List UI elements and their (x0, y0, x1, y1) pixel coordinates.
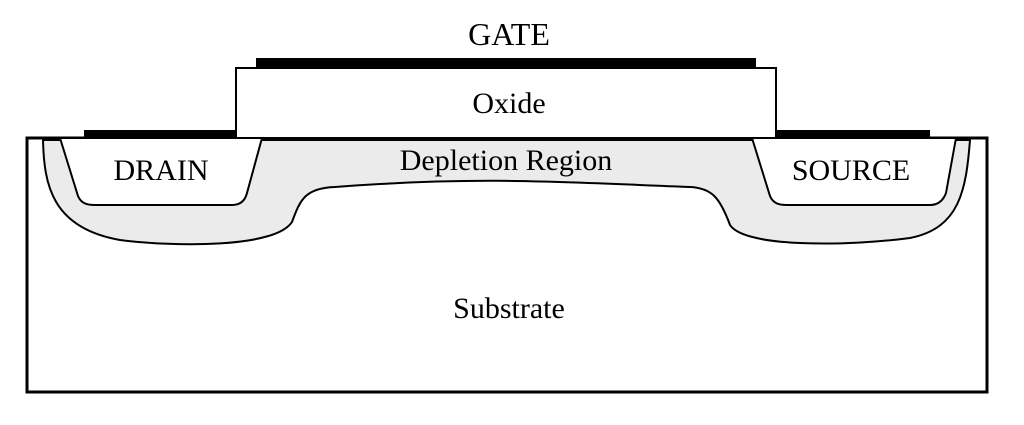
drain-contact (84, 130, 236, 138)
depletion-region (41, 139, 972, 246)
substrate-label: Substrate (453, 292, 565, 325)
gate-contact (256, 58, 756, 68)
gate-label: GATE (468, 16, 550, 52)
source-well (750, 137, 958, 206)
drain-label: DRAIN (114, 154, 209, 187)
oxide-label: Oxide (472, 87, 545, 120)
source-contact (776, 130, 930, 138)
depletion-region-label: Depletion Region (400, 144, 612, 177)
oxide-layer (235, 67, 777, 139)
drain-well (58, 137, 264, 206)
source-label: SOURCE (792, 154, 910, 187)
